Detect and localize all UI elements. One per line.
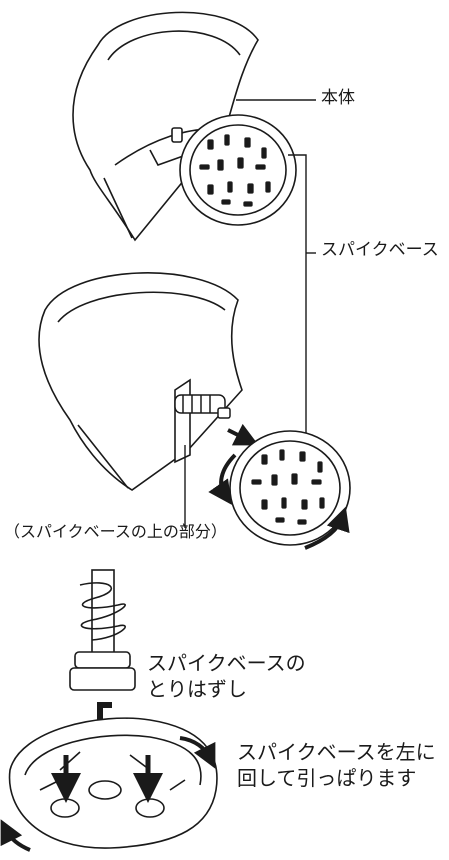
label-spike-base-upper: （スパイクベースの上の部分） (4, 522, 227, 541)
rotate-arrow-left-bottom (0, 819, 31, 852)
spike-base-middle (229, 430, 351, 546)
spike-shaft-middle (174, 394, 231, 419)
label-instruction: スパイクベースを左に 回して引っぱります (237, 739, 436, 791)
label-removal-line2: とりはずし (147, 677, 247, 701)
spike-base-top (171, 114, 297, 226)
pull-arrow-middle (227, 423, 259, 446)
label-instruction-line1: スパイクベースを左に (237, 740, 436, 764)
label-removal-title: スパイクベースの とりはずし (147, 650, 306, 702)
label-spike-base: スパイクベース (321, 240, 439, 260)
rotate-arrow-bottom-middle (304, 506, 350, 550)
leader-spike-base (288, 154, 307, 461)
spring-assembly (69, 569, 136, 691)
label-main-body: 本体 (321, 88, 355, 108)
rotate-arrow-left-middle (208, 453, 237, 505)
label-instruction-line2: 回して引っぱります (237, 766, 417, 790)
label-removal-line1: スパイクベースの (147, 651, 306, 675)
main-body-illustration-middle (38, 272, 243, 491)
rotate-arrow-right-bottom (179, 736, 216, 769)
